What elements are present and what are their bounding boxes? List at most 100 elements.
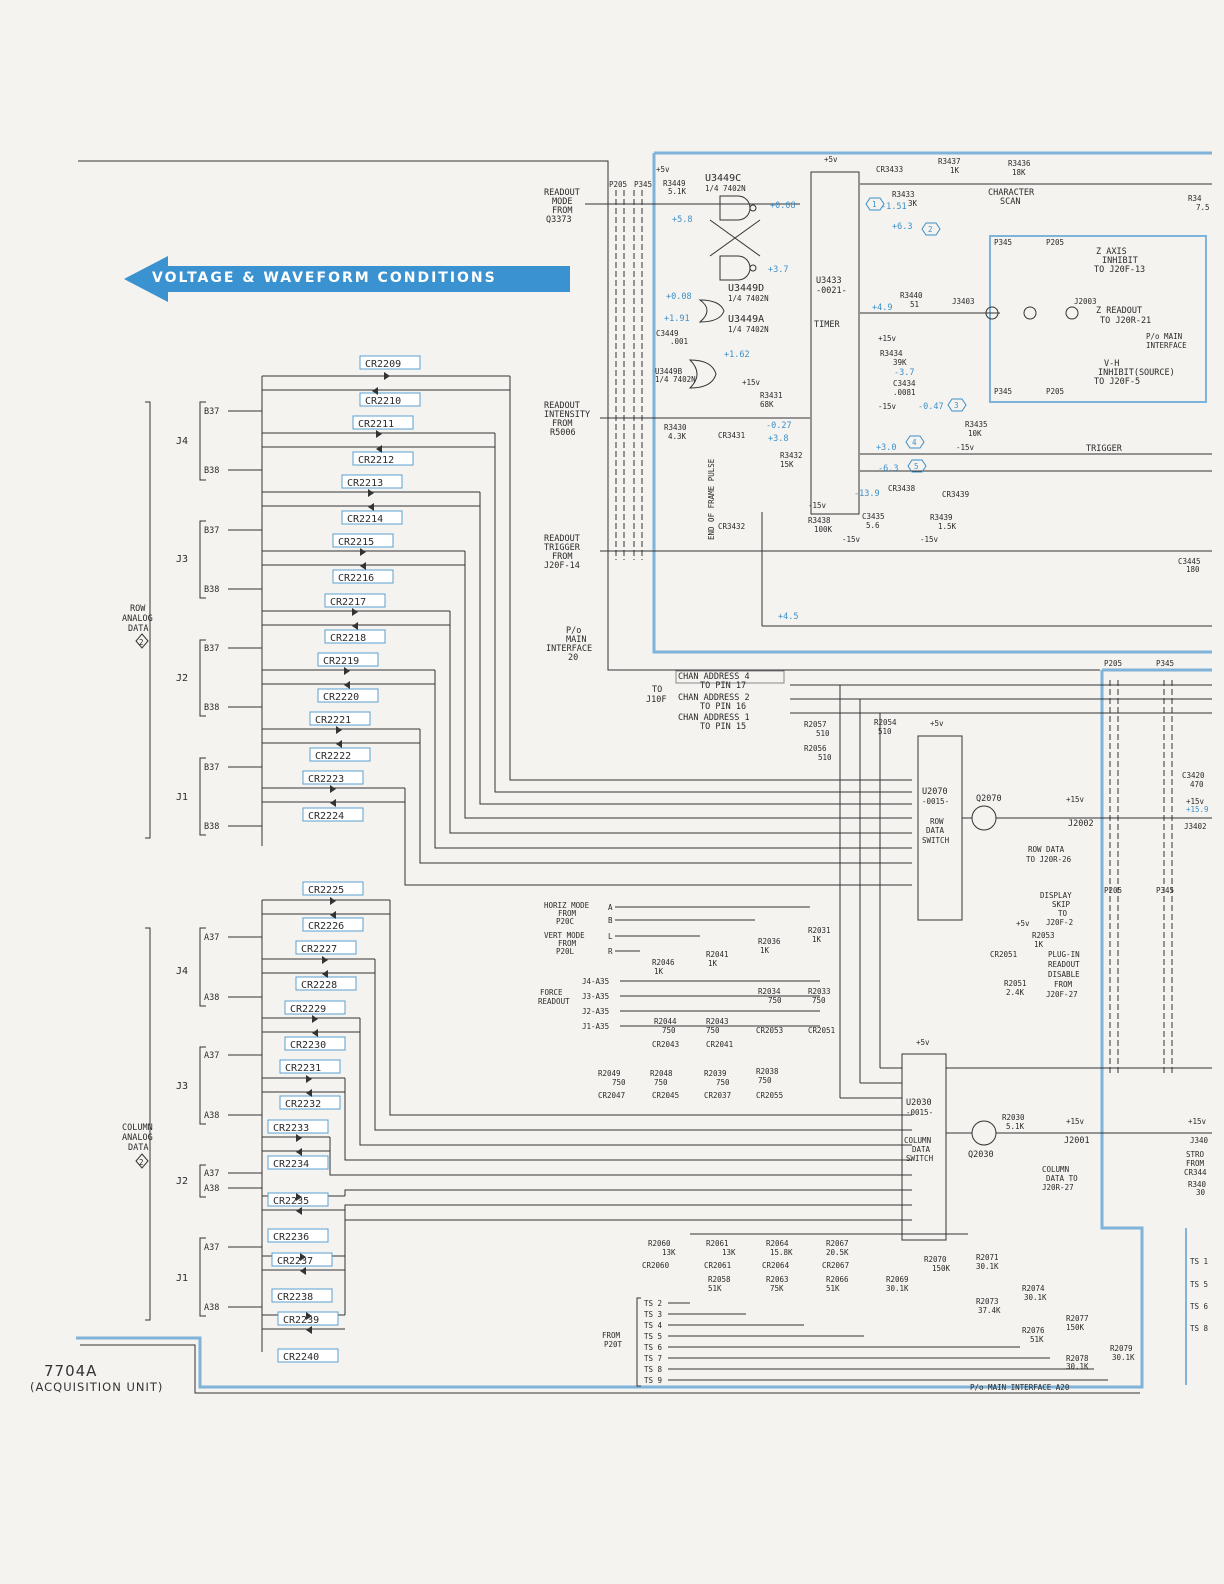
svg-text:TO PIN 16: TO PIN 16 xyxy=(700,702,746,712)
timeslot-ladder: R2060 13K R2061 13K R2064 15.8K R2067 20… xyxy=(602,1233,1209,1392)
svg-text:CR2041: CR2041 xyxy=(706,1040,733,1049)
svg-text:R2053: R2053 xyxy=(1032,931,1055,940)
diode-label: CR2237 xyxy=(277,1256,313,1267)
svg-text:7.5: 7.5 xyxy=(1196,203,1210,212)
svg-text:FROM: FROM xyxy=(552,206,572,216)
svg-text:15.8K: 15.8K xyxy=(770,1248,793,1257)
svg-text:R340: R340 xyxy=(1188,1180,1207,1189)
svg-text:FROM: FROM xyxy=(558,939,577,948)
svg-text:A38: A38 xyxy=(204,1303,219,1313)
svg-text:R2074: R2074 xyxy=(1022,1284,1045,1293)
svg-text:P/o MAIN INTERFACE A20: P/o MAIN INTERFACE A20 xyxy=(970,1383,1070,1392)
svg-text:COLUMN: COLUMN xyxy=(1042,1165,1069,1174)
svg-text:A37: A37 xyxy=(204,1243,219,1253)
svg-text:P205: P205 xyxy=(1104,886,1122,895)
svg-text:+3.0: +3.0 xyxy=(876,443,896,453)
diode-label: CR2212 xyxy=(358,455,394,466)
svg-text:1K: 1K xyxy=(760,946,770,955)
svg-text:TS 8: TS 8 xyxy=(1190,1324,1209,1333)
svg-text:5: 5 xyxy=(914,462,919,471)
svg-text:V-H: V-H xyxy=(1104,359,1119,369)
svg-text:J20F-14: J20F-14 xyxy=(544,561,580,571)
svg-text:100K: 100K xyxy=(814,525,833,534)
svg-text:READOUT: READOUT xyxy=(544,188,580,198)
diode-label: CR2225 xyxy=(308,885,344,896)
svg-text:J4-A35: J4-A35 xyxy=(582,977,609,986)
svg-text:2.4K: 2.4K xyxy=(1006,988,1025,997)
svg-text:TS 6: TS 6 xyxy=(644,1343,663,1352)
svg-text:TO: TO xyxy=(652,685,662,695)
svg-text:1: 1 xyxy=(872,200,877,209)
svg-text:+6.3: +6.3 xyxy=(892,222,912,232)
svg-text:CR2051: CR2051 xyxy=(808,1026,835,1035)
frame-lines xyxy=(78,160,1140,1394)
svg-text:R3433: R3433 xyxy=(892,190,915,199)
svg-text:R3435: R3435 xyxy=(965,420,988,429)
svg-text:51K: 51K xyxy=(708,1284,722,1293)
svg-text:READOUT: READOUT xyxy=(538,997,570,1006)
svg-text:COLUMN: COLUMN xyxy=(122,1123,153,1133)
svg-text:U2030: U2030 xyxy=(906,1098,932,1108)
svg-text:51: 51 xyxy=(910,300,919,309)
svg-text:3K: 3K xyxy=(908,199,918,208)
svg-text:30.1K: 30.1K xyxy=(1066,1362,1089,1371)
svg-text:B38: B38 xyxy=(204,466,219,476)
svg-text:-3.7: -3.7 xyxy=(894,368,914,378)
svg-text:TS 6: TS 6 xyxy=(1190,1302,1209,1311)
svg-text:5.1K: 5.1K xyxy=(668,187,687,196)
svg-text:-0015-: -0015- xyxy=(906,1108,933,1117)
svg-text:TO J20R-26: TO J20R-26 xyxy=(1026,855,1072,864)
svg-text:C3434: C3434 xyxy=(893,379,916,388)
col-diode-matrix xyxy=(145,899,912,1352)
svg-text:4: 4 xyxy=(912,438,917,447)
svg-text:TRIGGER: TRIGGER xyxy=(544,543,581,553)
svg-text:470: 470 xyxy=(1190,780,1204,789)
diode-label: CR2232 xyxy=(285,1099,321,1110)
svg-text:R34: R34 xyxy=(1188,194,1202,203)
svg-text:A37: A37 xyxy=(204,1169,219,1179)
svg-text:TS 5: TS 5 xyxy=(644,1332,662,1341)
svg-text:CR2043: CR2043 xyxy=(652,1040,679,1049)
svg-text:CHARACTER: CHARACTER xyxy=(988,188,1035,198)
svg-text:J4: J4 xyxy=(176,966,188,977)
svg-text:TS 8: TS 8 xyxy=(644,1365,663,1374)
svg-text:R2060: R2060 xyxy=(648,1239,671,1248)
svg-text:J2: J2 xyxy=(176,1176,188,1187)
svg-text:R2069: R2069 xyxy=(886,1275,909,1284)
svg-text:.0081: .0081 xyxy=(893,388,916,397)
diode-label: CR2211 xyxy=(358,419,394,430)
svg-text:+4.5: +4.5 xyxy=(778,612,798,622)
diode-label: CR2220 xyxy=(323,692,359,703)
svg-text:TS 4: TS 4 xyxy=(644,1321,663,1330)
svg-text:150K: 150K xyxy=(1066,1323,1085,1332)
svg-text:READOUT: READOUT xyxy=(544,401,580,411)
svg-text:+15v: +15v xyxy=(878,334,897,343)
svg-text:END OF FRAME PULSE: END OF FRAME PULSE xyxy=(707,458,716,540)
svg-text:CR2045: CR2045 xyxy=(652,1091,679,1100)
svg-text:R2061: R2061 xyxy=(706,1239,729,1248)
diode-label: CR2236 xyxy=(273,1232,309,1243)
svg-text:P345: P345 xyxy=(634,180,652,189)
svg-text:TO J20F-5: TO J20F-5 xyxy=(1094,377,1140,387)
svg-text:39K: 39K xyxy=(893,358,907,367)
svg-text:B37: B37 xyxy=(204,407,219,417)
svg-text:R3431: R3431 xyxy=(760,391,783,400)
svg-text:20.5K: 20.5K xyxy=(826,1248,849,1257)
svg-text:CR2061: CR2061 xyxy=(704,1261,731,1270)
svg-text:R2041: R2041 xyxy=(706,950,729,959)
svg-text:R2046: R2046 xyxy=(652,958,675,967)
svg-text:INHIBIT(SOURCE): INHIBIT(SOURCE) xyxy=(1098,368,1175,378)
svg-text:1/4 7402N: 1/4 7402N xyxy=(655,375,696,384)
svg-text:P20L: P20L xyxy=(556,947,575,956)
svg-text:DATA TO: DATA TO xyxy=(1046,1174,1078,1183)
svg-text:A37: A37 xyxy=(204,933,219,943)
svg-text:2: 2 xyxy=(928,225,933,234)
svg-text:J3-A35: J3-A35 xyxy=(582,992,609,1001)
svg-text:J1: J1 xyxy=(176,792,188,803)
diode-label: CR2231 xyxy=(285,1063,321,1074)
diode-label: CR2221 xyxy=(315,715,351,726)
svg-text:FROM: FROM xyxy=(1186,1159,1205,1168)
svg-text:DATA: DATA xyxy=(912,1145,931,1154)
svg-text:2: 2 xyxy=(139,638,144,647)
svg-text:R2073: R2073 xyxy=(976,1297,999,1306)
